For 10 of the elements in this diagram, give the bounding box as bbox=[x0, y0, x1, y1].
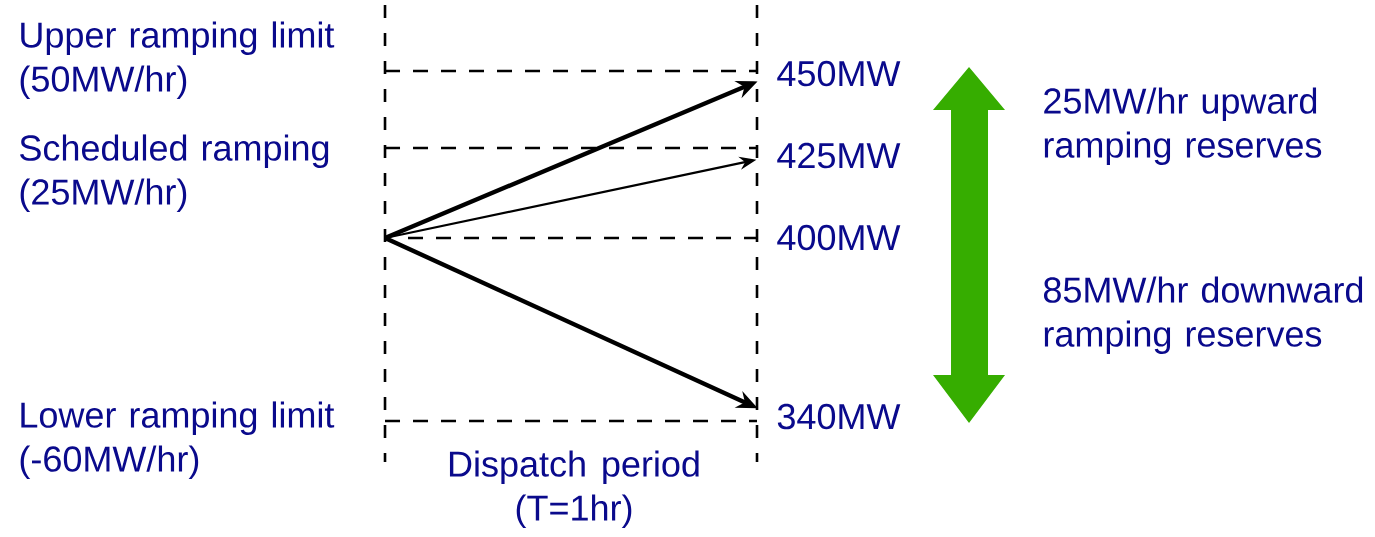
annotation-text: 85MW/hr downward ramping reserves bbox=[1044, 276, 1363, 354]
value-label: 400MW bbox=[777, 224, 901, 251]
value-label: 450MW bbox=[777, 60, 901, 87]
value-label: 425MW bbox=[777, 142, 901, 169]
annotation-text: Lower ramping limit (-60MW/hr) bbox=[20, 401, 335, 479]
annotation-text: Scheduled ramping (25MW/hr) bbox=[20, 134, 329, 212]
annotation-text: Upper ramping limit (50MW/hr) bbox=[20, 21, 335, 99]
annotation-text: 25MW/hr upward ramping reserves bbox=[1044, 87, 1322, 165]
value-label: 340MW bbox=[777, 403, 901, 430]
axis-caption: Dispatch period (T=1hr) bbox=[449, 450, 699, 528]
